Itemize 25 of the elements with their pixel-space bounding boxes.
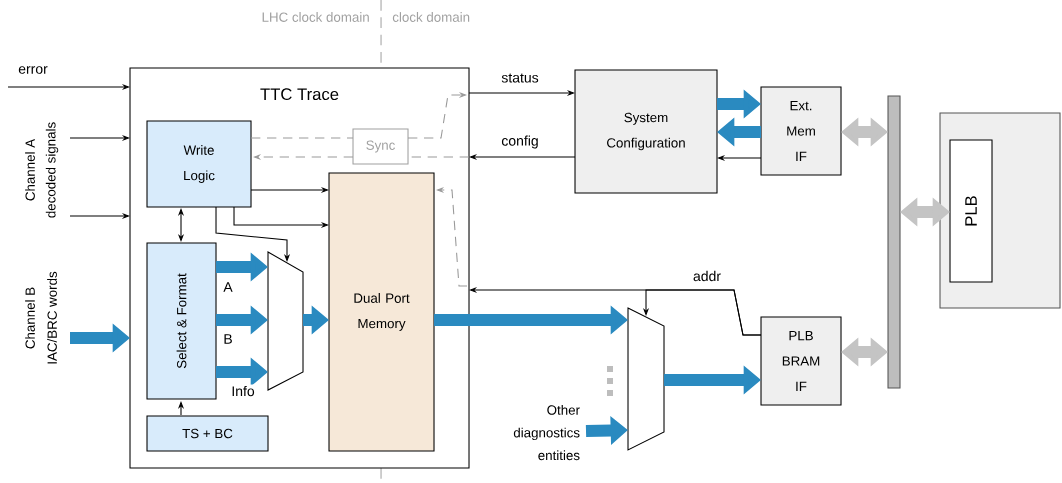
bus-bar bbox=[887, 95, 901, 389]
channel-label: Channel A bbox=[25, 138, 35, 201]
edge-label: addr bbox=[691, 269, 723, 283]
bus-port-box: PLB bbox=[949, 139, 993, 283]
source-text: Other diagnostics entities bbox=[513, 405, 580, 461]
channel-label: IAC/BRC words bbox=[47, 271, 57, 364]
logic-box: Write Logic bbox=[146, 120, 252, 208]
signal-arrow bbox=[215, 206, 291, 262]
edge-label: error bbox=[16, 64, 50, 76]
sync-line bbox=[250, 137, 354, 139]
process-box: System Configuration bbox=[574, 69, 718, 194]
interface-box: PLB BRAM IF bbox=[760, 316, 842, 406]
interface-box: Ext. Mem IF bbox=[760, 86, 842, 176]
logic-box: TS + BC bbox=[146, 415, 269, 452]
domain-label: LHC clock domain bbox=[262, 12, 369, 22]
logic-box: Select & Format bbox=[146, 242, 217, 400]
edge-label: status bbox=[500, 72, 540, 84]
channel-label: Channel B bbox=[25, 287, 35, 349]
channel-label: decoded signals bbox=[45, 122, 59, 218]
multiplexer-symbol bbox=[267, 251, 304, 391]
edge-label: config bbox=[500, 134, 540, 150]
multiplexer-symbol bbox=[627, 307, 665, 451]
domain-label: clock domain bbox=[392, 12, 470, 22]
sync-box: Sync bbox=[352, 128, 409, 165]
memory-box: Dual Port Memory bbox=[328, 172, 435, 452]
